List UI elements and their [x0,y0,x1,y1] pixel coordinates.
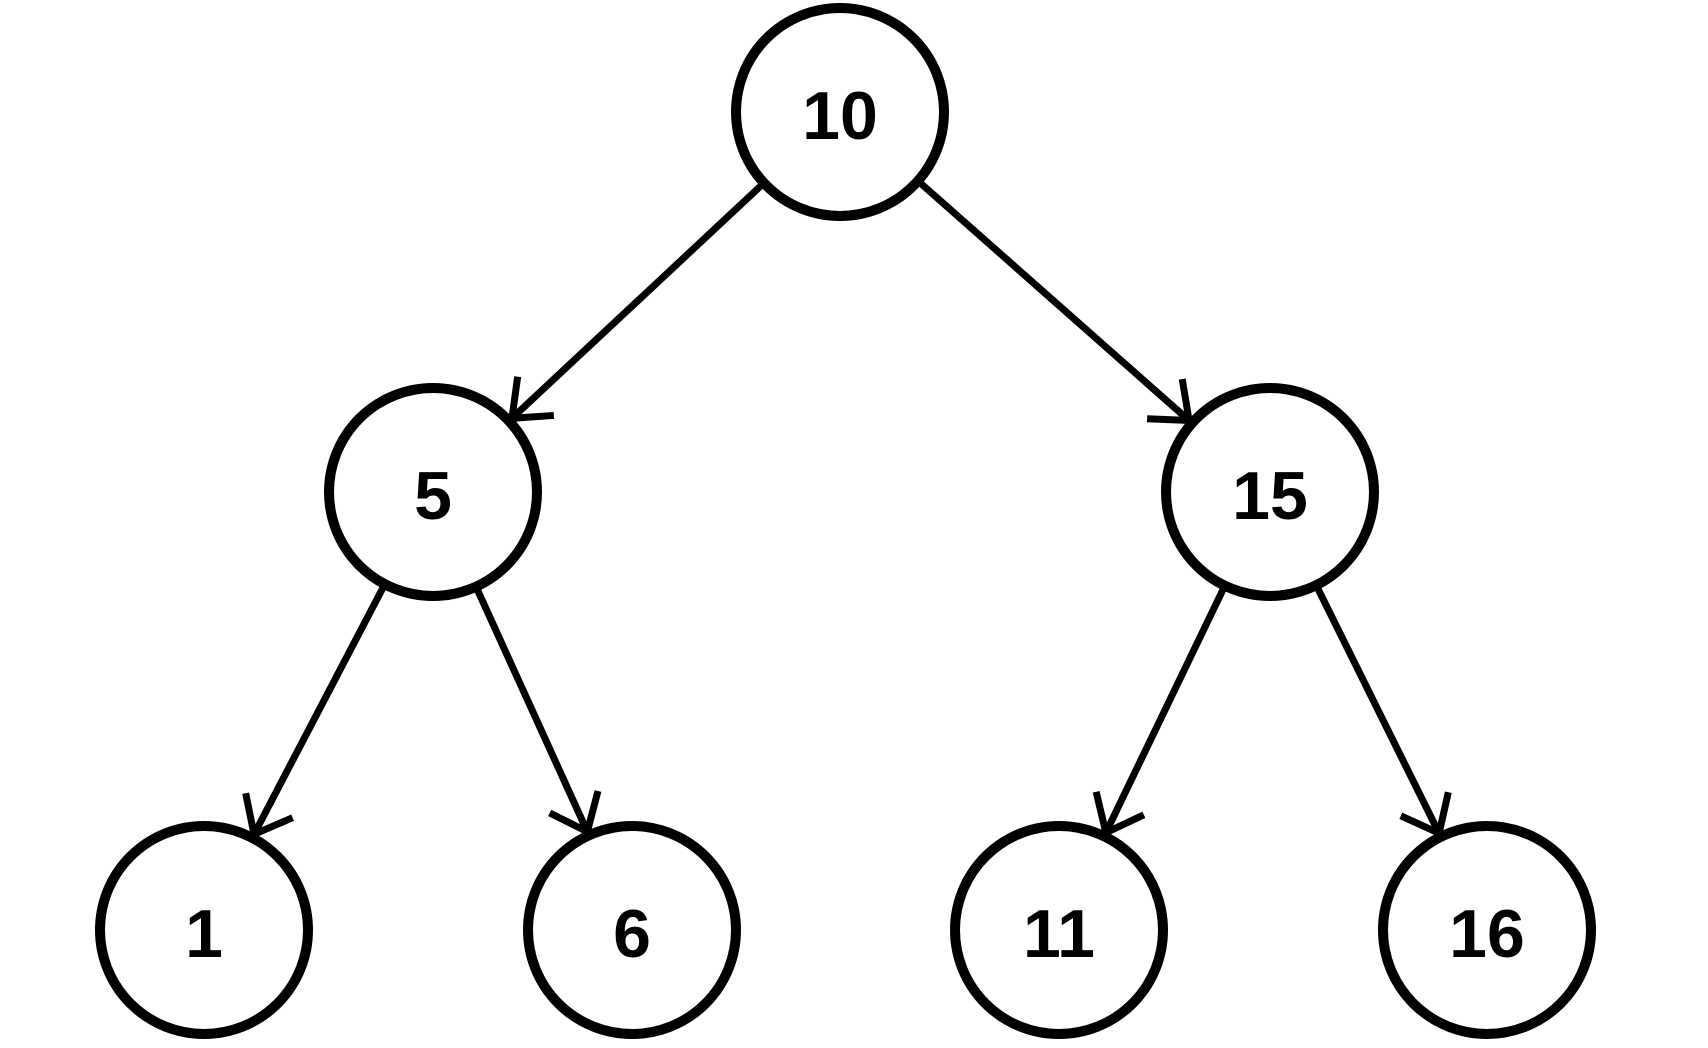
node-circle [1161,383,1379,601]
tree-node-16: 16 [1378,821,1596,1039]
node-label: 11 [1023,896,1095,972]
node-label: 5 [414,458,452,534]
tree-node-1: 1 [95,821,313,1039]
node-circle [731,3,949,221]
node-circle [324,383,542,601]
node-circle [1378,821,1596,1039]
node-label: 6 [613,896,651,972]
edges-layer [242,179,1452,840]
tree-node-10: 10 [731,3,949,221]
edge-line [917,179,1192,424]
node-label: 16 [1449,896,1525,972]
edge-15-to-11 [1092,585,1228,838]
edge-line [250,584,387,836]
node-label: 10 [802,78,878,154]
node-circle [95,821,313,1039]
node-circle [523,821,741,1039]
node-label: 1 [185,896,223,972]
edge-line [509,181,765,421]
tree-node-5: 5 [324,383,542,601]
node-label: 15 [1232,458,1308,534]
node-circle [950,821,1168,1039]
edge-line [1102,585,1228,835]
edge-5-to-1 [242,584,387,840]
edge-line [473,587,591,834]
tree-node-15: 15 [1161,383,1379,601]
edge-line [1313,585,1443,835]
tree-node-6: 6 [523,821,741,1039]
edge-5-to-6 [473,587,602,837]
edge-10-to-5 [507,181,765,423]
edge-10-to-15 [917,179,1194,425]
edge-15-to-16 [1313,585,1452,839]
tree-node-11: 11 [950,821,1168,1039]
